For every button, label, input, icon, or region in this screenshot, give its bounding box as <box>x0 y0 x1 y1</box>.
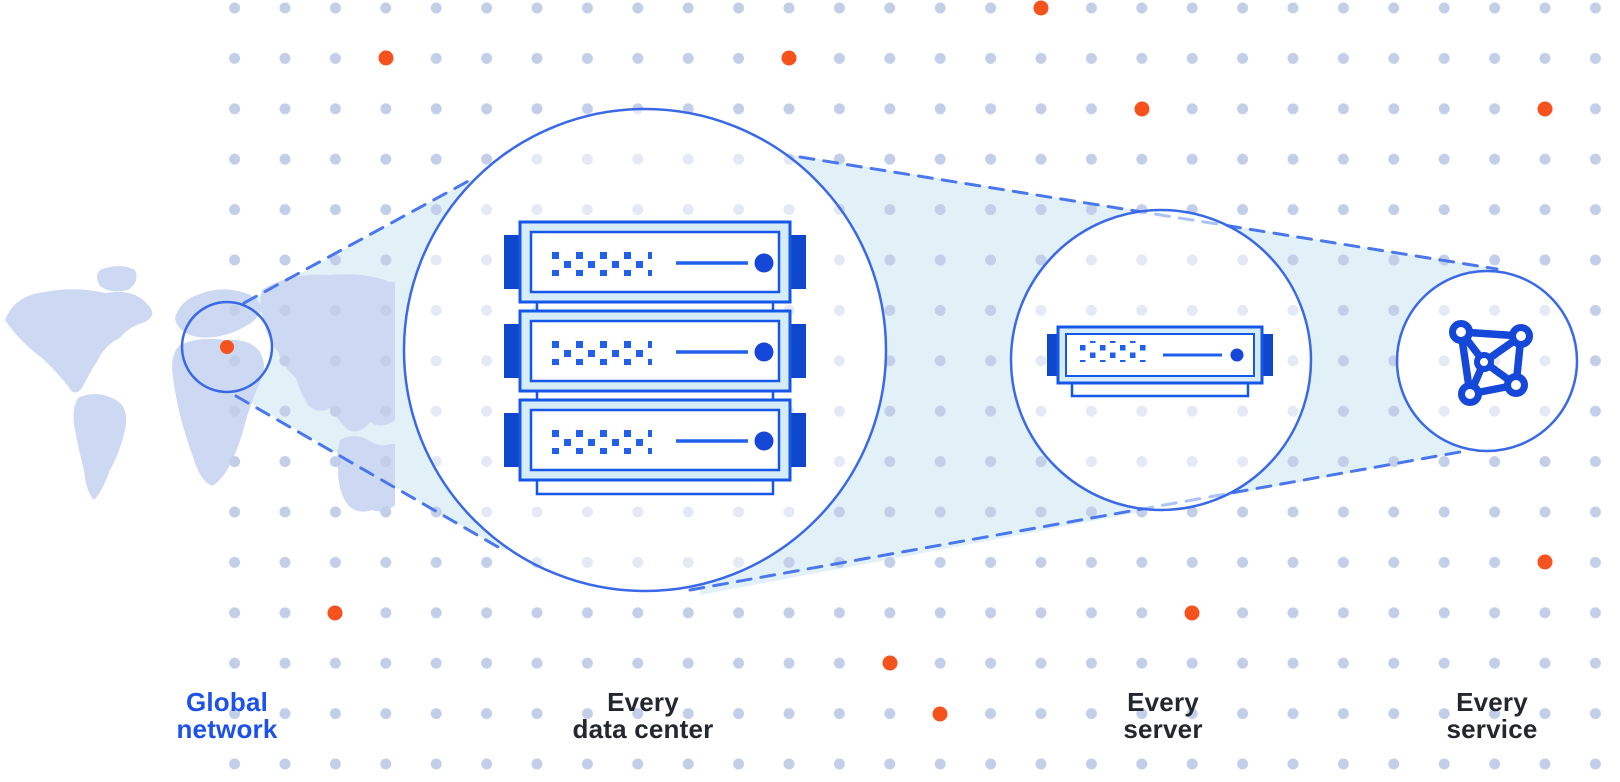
orange-accent-dot <box>1134 101 1150 117</box>
orange-accent-dot <box>378 50 394 66</box>
dashed-line-map-to-datacenter-top <box>242 176 476 305</box>
server-base <box>1070 381 1250 398</box>
label-line: service <box>1446 714 1538 744</box>
label-every-service: Every service <box>1446 689 1537 743</box>
orange-accent-dot <box>327 605 343 621</box>
orange-accent-dot <box>1033 0 1049 16</box>
label-every-data-center: Every data center <box>573 689 714 743</box>
map-greenland <box>97 266 137 292</box>
dashed-line-datacenter-to-service-top <box>798 155 1499 271</box>
dashed-line-map-to-datacenter-bottom <box>234 394 507 553</box>
server-icon <box>1047 325 1273 398</box>
label-line: Every <box>1456 687 1528 717</box>
server-rack-icon <box>502 220 808 496</box>
mesh-nodes <box>1449 320 1533 406</box>
label-line: Global <box>185 687 269 717</box>
server-led-dot <box>1230 348 1244 362</box>
orange-accent-dot <box>882 655 898 671</box>
label-every-server: Every server <box>1123 689 1202 743</box>
orange-accent-dots <box>327 0 1553 722</box>
service-mesh-icon <box>1449 320 1533 406</box>
dashed-line-datacenter-to-service-bottom <box>688 450 1462 592</box>
map-focus-circle <box>180 300 274 394</box>
orange-accent-dot <box>1537 554 1553 570</box>
map-north-america <box>5 289 153 393</box>
rack-unit-3 <box>502 398 808 482</box>
label-line: data center <box>572 714 714 744</box>
location-pin-dot <box>220 340 234 354</box>
mesh-center-node <box>1474 352 1494 372</box>
orange-accent-dot <box>1184 605 1200 621</box>
label-line: server <box>1123 714 1203 744</box>
label-line: Every <box>1127 687 1199 717</box>
orange-accent-dot <box>1537 101 1553 117</box>
rack-base <box>535 478 775 496</box>
rack-unit-1 <box>502 220 808 304</box>
label-line: network <box>176 714 278 744</box>
dashed-zoom-lines <box>234 155 1499 592</box>
orange-accent-dot <box>781 50 797 66</box>
orange-accent-dot <box>932 706 948 722</box>
server-vent-matrix <box>1078 341 1150 362</box>
label-global-network: Global network <box>176 689 277 743</box>
map-south-america <box>73 394 127 500</box>
rack-unit-2 <box>502 309 808 393</box>
label-line: Every <box>607 687 679 717</box>
